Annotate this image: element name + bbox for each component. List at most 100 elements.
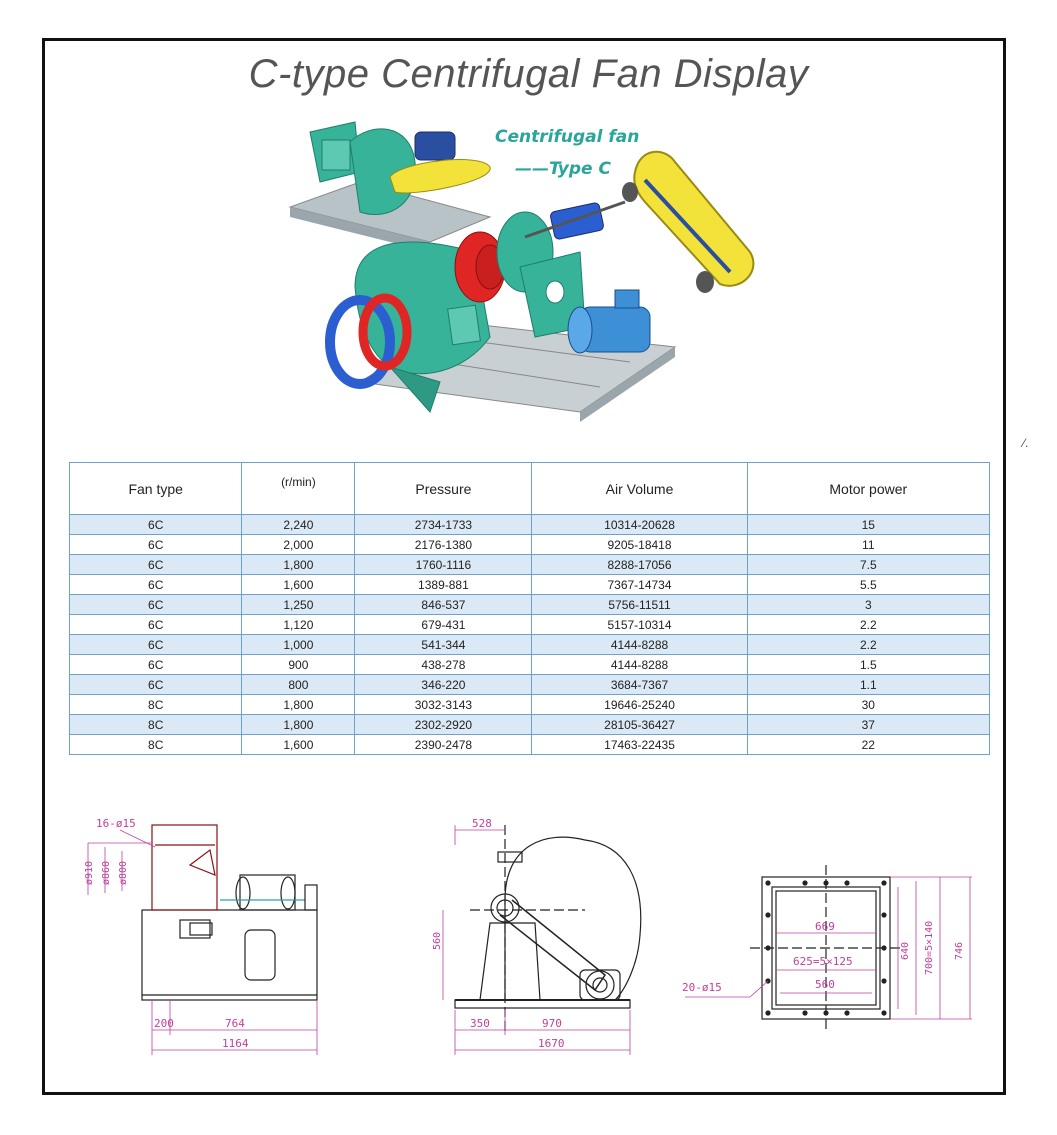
side-d860-label: ø860 bbox=[101, 861, 112, 885]
cell-air-volume: 19646-25240 bbox=[531, 694, 748, 715]
cell-pressure: 541-344 bbox=[354, 634, 533, 655]
front-1670-label: 1670 bbox=[538, 1037, 565, 1050]
side-view-drawing bbox=[87, 824, 318, 1055]
side-1164-label: 1164 bbox=[222, 1037, 249, 1050]
cell-motor-power: 11 bbox=[746, 534, 991, 555]
cell-air-volume: 4144-8288 bbox=[531, 654, 748, 675]
cell-speed: 900 bbox=[241, 654, 356, 675]
assembled-fan-image bbox=[288, 121, 492, 252]
cell-pressure: 2176-1380 bbox=[354, 534, 533, 555]
cell-fan-type: 6C bbox=[68, 674, 243, 695]
hero-label-line1: Centrifugal fan bbox=[495, 127, 639, 147]
cell-speed: 1,120 bbox=[241, 614, 356, 635]
cell-speed: 2,000 bbox=[241, 534, 356, 555]
cell-pressure: 679-431 bbox=[354, 614, 533, 635]
side-764-label: 764 bbox=[225, 1017, 245, 1030]
cell-speed: 1,800 bbox=[241, 694, 356, 715]
inlet-ring-blue bbox=[325, 295, 395, 389]
cell-motor-power: 3 bbox=[746, 594, 991, 615]
side-d910-label: ø910 bbox=[84, 861, 95, 885]
side-200-label: 200 bbox=[154, 1017, 174, 1030]
fan-exploded-illustration: Centrifugal fan ——Type C bbox=[288, 121, 755, 422]
hero-label-line2: ——Type C bbox=[515, 159, 611, 179]
front-view-drawing bbox=[442, 825, 642, 1055]
flange-669-label: 669 bbox=[815, 920, 835, 933]
cell-air-volume: 5157-10314 bbox=[531, 614, 748, 635]
col-motor-power: Motor power bbox=[746, 462, 991, 515]
cell-fan-type: 6C bbox=[68, 634, 243, 655]
cell-pressure: 438-278 bbox=[354, 654, 533, 675]
cell-motor-power: 1.1 bbox=[746, 674, 991, 695]
front-350-label: 350 bbox=[470, 1017, 490, 1030]
front-528-label: 528 bbox=[472, 817, 492, 830]
cell-fan-type: 6C bbox=[68, 554, 243, 575]
cell-motor-power: 7.5 bbox=[746, 554, 991, 575]
cell-speed: 2,240 bbox=[241, 514, 356, 535]
cell-air-volume: 7367-14734 bbox=[531, 574, 748, 595]
col-fan-type: Fan type bbox=[68, 462, 243, 515]
cell-fan-type: 8C bbox=[68, 734, 243, 755]
cell-motor-power: 5.5 bbox=[746, 574, 991, 595]
cell-fan-type: 6C bbox=[68, 534, 243, 555]
cell-air-volume: 28105-36427 bbox=[531, 714, 748, 735]
dimension-drawings: 16-ø15 ø910 ø860 ø800 200 764 1164 528 5… bbox=[84, 817, 972, 1055]
flange-view-drawing bbox=[685, 865, 972, 1030]
flange-holes-label: 20-ø15 bbox=[682, 981, 722, 994]
flange-640-label: 640 bbox=[900, 942, 911, 960]
cell-speed: 1,800 bbox=[241, 554, 356, 575]
cell-speed: 800 bbox=[241, 674, 356, 695]
cell-pressure: 1389-881 bbox=[354, 574, 533, 595]
cell-speed: 1,000 bbox=[241, 634, 356, 655]
cell-pressure: 1760-1116 bbox=[354, 554, 533, 575]
flange-625-label: 625=5×125 bbox=[793, 955, 853, 968]
cell-air-volume: 5756-11511 bbox=[531, 594, 748, 615]
cell-speed: 1,800 bbox=[241, 714, 356, 735]
cell-fan-type: 8C bbox=[68, 694, 243, 715]
belt-guard-yellow bbox=[622, 150, 755, 293]
cell-motor-power: 15 bbox=[746, 514, 991, 535]
cell-speed: 1,600 bbox=[241, 734, 356, 755]
side-holes-label: 16-ø15 bbox=[96, 817, 136, 830]
cell-air-volume: 8288-17056 bbox=[531, 554, 748, 575]
cell-motor-power: 30 bbox=[746, 694, 991, 715]
bearing-housing bbox=[524, 200, 626, 240]
cell-pressure: 346-220 bbox=[354, 674, 533, 695]
cell-speed: 1,600 bbox=[241, 574, 356, 595]
col-pressure: Pressure bbox=[354, 462, 533, 515]
cell-fan-type: 6C bbox=[68, 654, 243, 675]
flange-746-label: 746 bbox=[954, 942, 965, 960]
cell-motor-power: 2.2 bbox=[746, 634, 991, 655]
cell-air-volume: 10314-20628 bbox=[531, 514, 748, 535]
cell-air-volume: 4144-8288 bbox=[531, 634, 748, 655]
flange-700-label: 700=5×140 bbox=[924, 921, 935, 975]
side-d800-label: ø800 bbox=[118, 861, 129, 885]
cell-pressure: 2390-2478 bbox=[354, 734, 533, 755]
front-560-label: 560 bbox=[432, 932, 443, 950]
cell-pressure: 2302-2920 bbox=[354, 714, 533, 735]
spec-table: Fan type (r/min) Pressure Air Volume Mot… bbox=[68, 462, 991, 755]
cell-air-volume: 3684-7367 bbox=[531, 674, 748, 695]
cell-pressure: 3032-3143 bbox=[354, 694, 533, 715]
cell-speed: 1,250 bbox=[241, 594, 356, 615]
col-air-volume: Air Volume bbox=[531, 462, 748, 515]
cell-motor-power: 2.2 bbox=[746, 614, 991, 635]
cell-fan-type: 6C bbox=[68, 594, 243, 615]
cell-motor-power: 37 bbox=[746, 714, 991, 735]
inlet-cone-red bbox=[358, 293, 412, 371]
page-title: C-type Centrifugal Fan Display bbox=[248, 52, 809, 96]
col-speed: (r/min) bbox=[241, 462, 356, 515]
front-970-label: 970 bbox=[542, 1017, 562, 1030]
cell-pressure: 846-537 bbox=[354, 594, 533, 615]
